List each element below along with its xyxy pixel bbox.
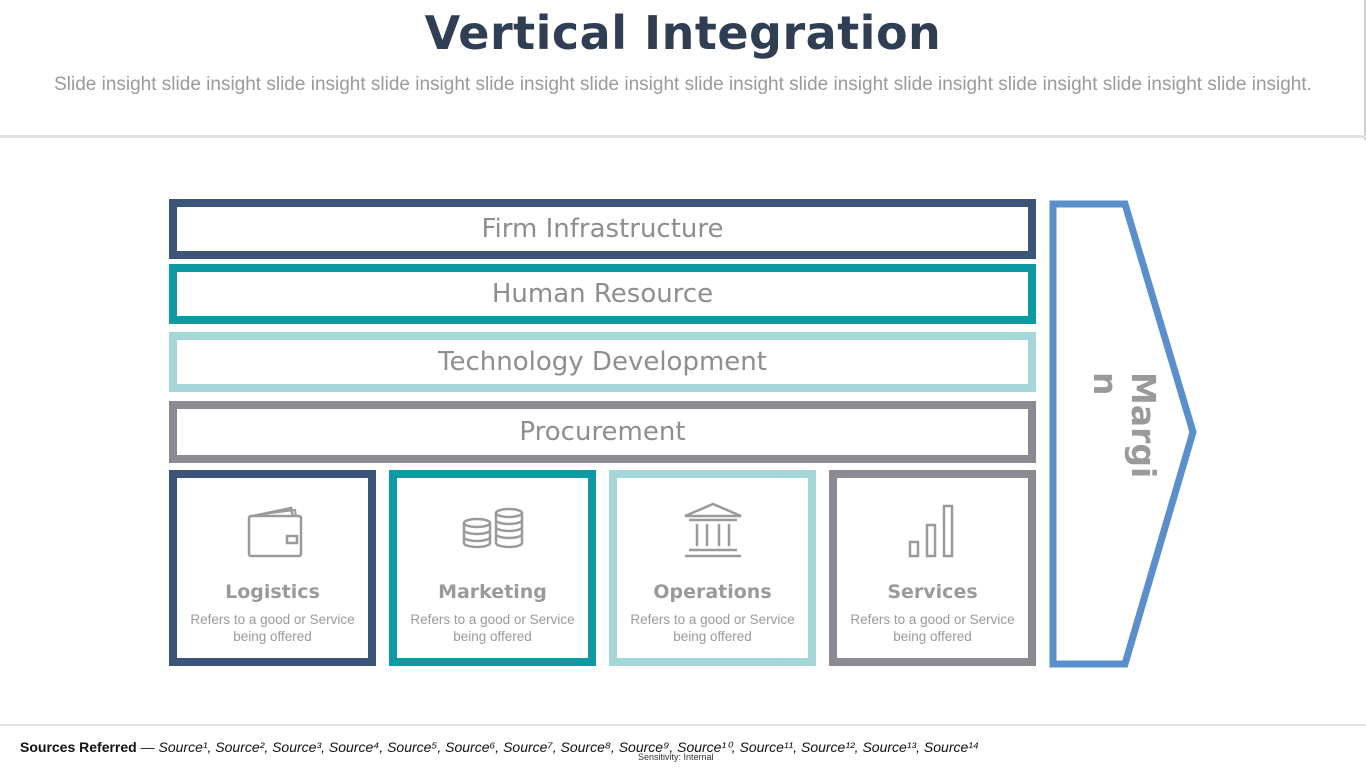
- card-title: Services: [887, 581, 978, 603]
- slide-insight-text: Slide insight slide insight slide insigh…: [54, 74, 1312, 95]
- card-title: Logistics: [225, 581, 320, 603]
- services-card: Services Refers to a good or Service bei…: [829, 470, 1036, 666]
- technology-development-bar: Technology Development: [169, 332, 1036, 392]
- sensitivity-label: Sensitivity: Internal: [638, 752, 714, 762]
- page-title: Vertical Integration: [424, 6, 942, 60]
- firm-infrastructure-bar: Firm Infrastructure: [169, 199, 1036, 259]
- card-description: Refers to a good or Service being offere…: [850, 612, 1015, 644]
- procurement-label: Procurement: [519, 417, 686, 447]
- marketing-card: Marketing Refers to a good or Service be…: [389, 470, 596, 666]
- slide-edge-line: [1364, 0, 1366, 140]
- card-description: Refers to a good or Service being offere…: [410, 612, 575, 644]
- sources-lead: Sources Referred: [20, 739, 137, 755]
- coins-icon: [397, 498, 588, 562]
- header-divider: [0, 135, 1366, 138]
- procurement-bar: Procurement: [169, 401, 1036, 463]
- card-title: Marketing: [438, 581, 547, 603]
- firm-infrastructure-label: Firm Infrastructure: [481, 214, 724, 244]
- sources-list: — Source¹, Source², Source³, Source⁴, So…: [136, 739, 979, 755]
- human-resource-label: Human Resource: [491, 279, 714, 309]
- bar-chart-icon: [837, 498, 1028, 562]
- human-resource-bar: Human Resource: [169, 264, 1036, 324]
- logistics-card: Logistics Refers to a good or Service be…: [169, 470, 376, 666]
- card-description: Refers to a good or Service being offere…: [630, 612, 795, 644]
- technology-development-label: Technology Development: [438, 347, 767, 377]
- wallet-icon: [177, 498, 368, 562]
- operations-card: Operations Refers to a good or Service b…: [609, 470, 816, 666]
- footer-divider: [0, 724, 1366, 726]
- sources-referred: Sources Referred — Source¹, Source², Sou…: [20, 739, 979, 756]
- card-description: Refers to a good or Service being offere…: [190, 612, 355, 644]
- margin-label: Margin: [1086, 372, 1163, 479]
- margin-arrow: [1049, 200, 1197, 668]
- bank-icon: [617, 498, 808, 562]
- card-title: Operations: [653, 581, 772, 603]
